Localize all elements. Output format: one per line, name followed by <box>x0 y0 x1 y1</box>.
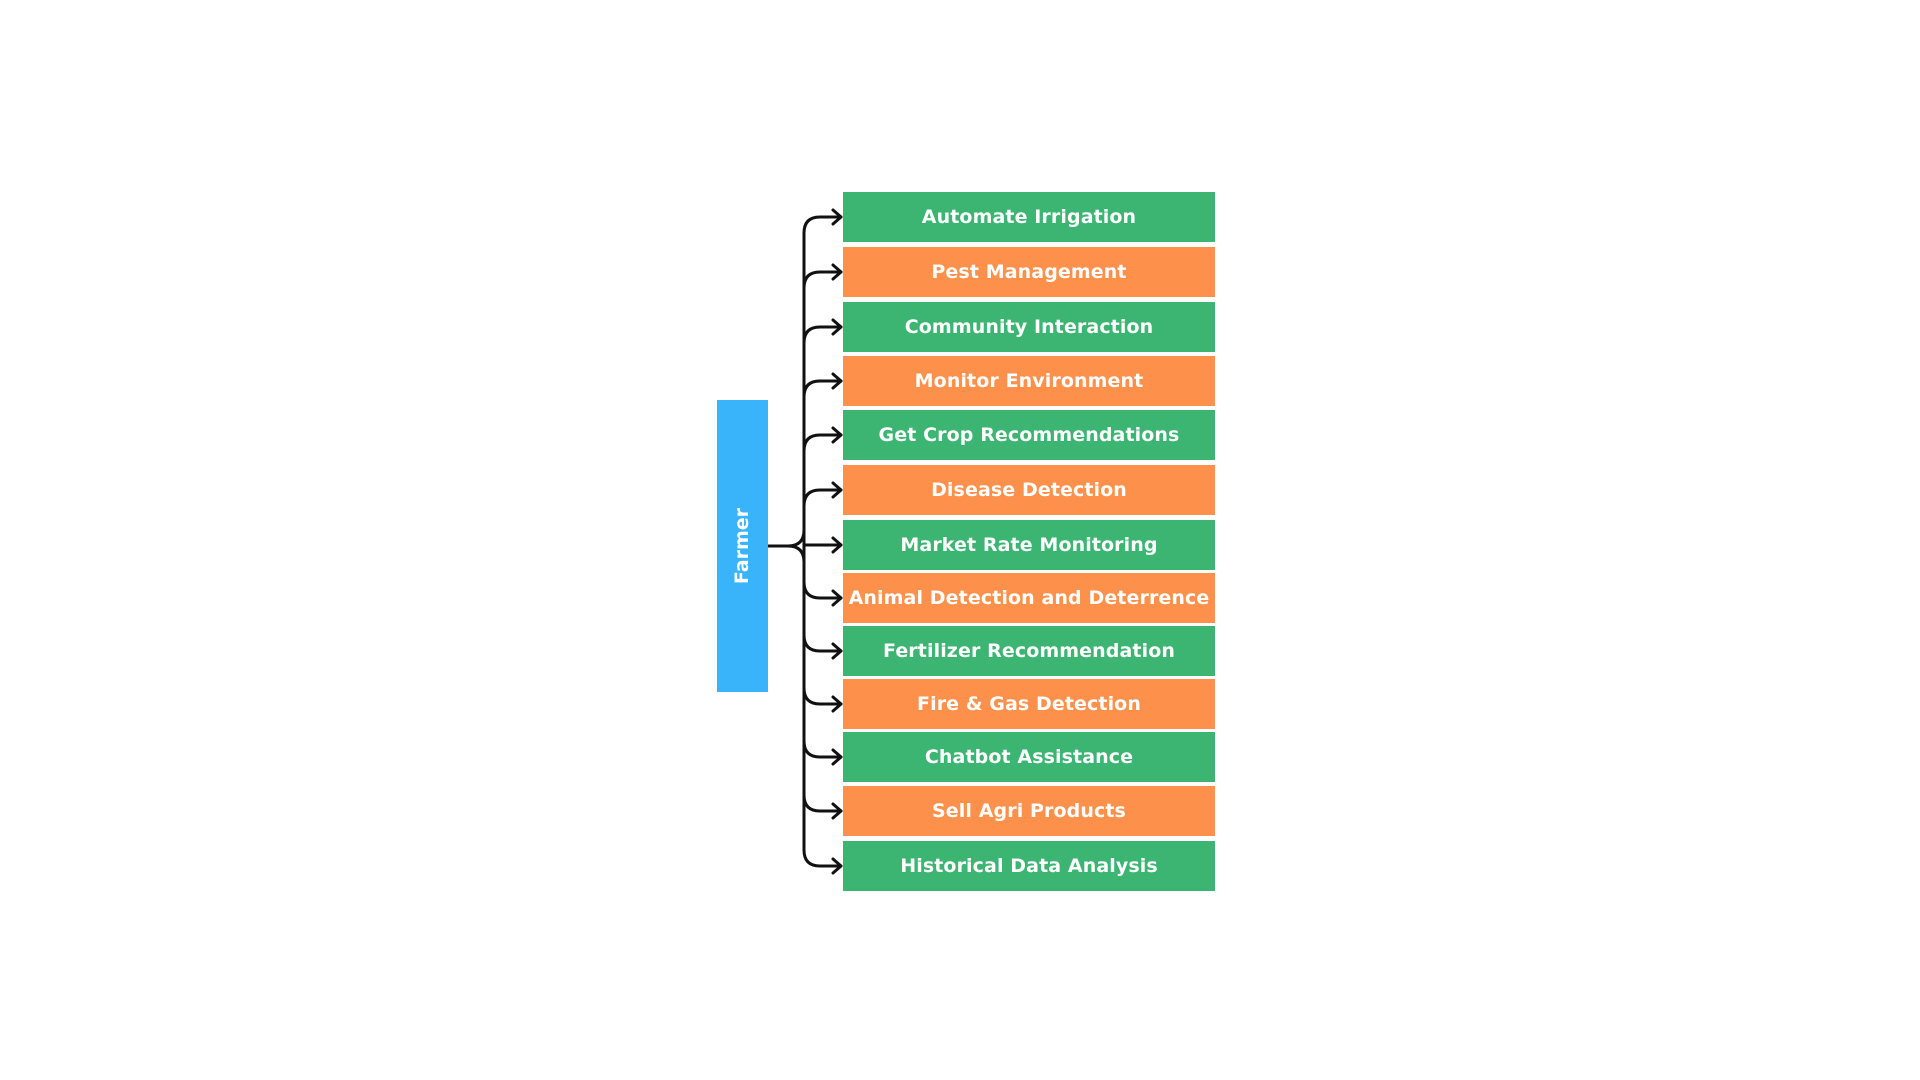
arrowhead-icon <box>831 481 843 499</box>
branch-arrow-2 <box>802 325 843 345</box>
feature-box: Market Rate Monitoring <box>843 520 1215 570</box>
feature-box: Pest Management <box>843 247 1215 297</box>
arrowhead-icon <box>831 748 843 766</box>
feature-box: Animal Detection and Deterrence <box>843 573 1215 623</box>
arrowhead-icon <box>831 536 843 554</box>
arrowhead-icon <box>831 426 843 444</box>
arrowhead-icon <box>831 802 843 820</box>
branch-arrow-12 <box>802 848 843 868</box>
branch-arrow-11 <box>802 793 843 813</box>
branch-arrow-7 <box>802 580 843 600</box>
trunk-line <box>766 528 806 548</box>
arrowhead-icon <box>831 208 843 226</box>
branch-arrow-3 <box>802 379 843 399</box>
arrowhead-icon <box>831 263 843 281</box>
trunk-line-lower <box>786 544 806 564</box>
arrowhead-icon <box>831 372 843 390</box>
branch-arrow-4 <box>802 433 843 453</box>
feature-box: Fertilizer Recommendation <box>843 626 1215 676</box>
branch-arrow-9 <box>802 686 843 706</box>
feature-box: Automate Irrigation <box>843 192 1215 242</box>
feature-box: Fire & Gas Detection <box>843 679 1215 729</box>
feature-box: Disease Detection <box>843 465 1215 515</box>
arrowhead-icon <box>831 857 843 875</box>
arrowhead-icon <box>831 318 843 336</box>
feature-box: Community Interaction <box>843 302 1215 352</box>
feature-box: Historical Data Analysis <box>843 841 1215 891</box>
feature-box: Sell Agri Products <box>843 786 1215 836</box>
branch-arrow-1 <box>802 270 843 290</box>
arrowhead-icon <box>831 589 843 607</box>
feature-box: Chatbot Assistance <box>843 732 1215 782</box>
arrowhead-icon <box>831 642 843 660</box>
feature-box: Monitor Environment <box>843 356 1215 406</box>
branch-arrow-0 <box>802 215 843 235</box>
arrowhead-icon <box>831 695 843 713</box>
branch-arrow-10 <box>802 739 843 759</box>
actor-farmer-box: Farmer <box>717 400 768 692</box>
branch-arrow-5 <box>802 488 843 508</box>
feature-box: Get Crop Recommendations <box>843 410 1215 460</box>
branch-arrow-8 <box>802 633 843 653</box>
actor-farmer-label: Farmer <box>731 507 754 585</box>
